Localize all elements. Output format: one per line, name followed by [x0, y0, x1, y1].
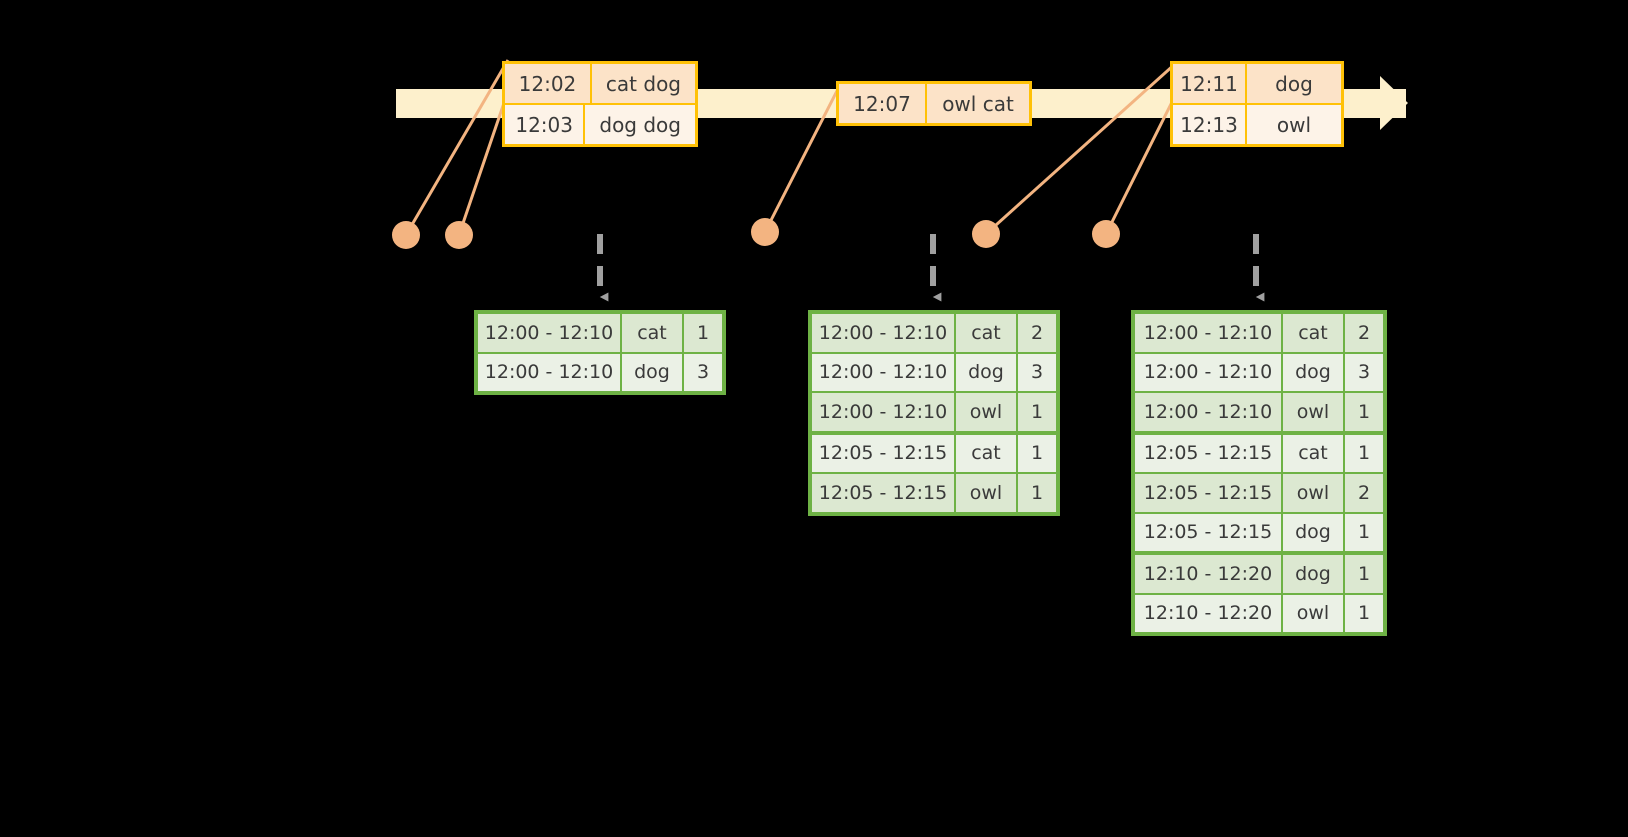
cell-word: cat: [622, 314, 684, 352]
cell-window-range: 12:05 - 12:15: [1135, 434, 1283, 472]
cell-word: cat: [956, 434, 1018, 472]
cell-word: dog: [956, 353, 1018, 391]
cell-window-range: 12:05 - 12:15: [1135, 513, 1283, 551]
cell-window-range: 12:05 - 12:15: [812, 434, 956, 472]
dot-12-07[interactable]: [751, 218, 779, 246]
cell-count: 1: [1030, 400, 1044, 423]
cell-window-range: 12:00 - 12:10: [1135, 393, 1283, 431]
cell-word: cat: [1283, 434, 1345, 472]
cell-word: owl: [1283, 393, 1345, 431]
cell-window-range: 12:00 - 12:10: [478, 353, 622, 391]
dot-12-13[interactable]: [1092, 220, 1120, 248]
cell-count: 1: [1357, 442, 1371, 465]
cell-word: dog: [1283, 513, 1345, 551]
cell-count: 1: [1030, 442, 1044, 465]
timeline-event-row: 12:03 dog dog: [505, 103, 695, 144]
dot-12-02[interactable]: [392, 221, 420, 249]
timeline-arrowhead-icon: [1380, 76, 1408, 130]
cell-count: 2: [1357, 321, 1371, 344]
timeline-event-row: 12:07 owl cat: [839, 84, 1029, 123]
event-time: 12:07: [839, 84, 927, 123]
cell-word: cat: [1283, 314, 1345, 352]
cell-word: dog: [1283, 353, 1345, 391]
event-time: 12:11: [1173, 64, 1247, 103]
cell-count: 2: [1357, 481, 1371, 504]
cell-count: 2: [1030, 321, 1044, 344]
timeline-event-box[interactable]: 12:11 dog 12:13 owl: [1170, 61, 1344, 147]
connector-12-03: [457, 99, 507, 236]
event-dots: [392, 218, 1120, 249]
cell-count: 1: [696, 321, 710, 344]
cell-count: 3: [696, 361, 710, 384]
event-words: owl cat: [942, 91, 1014, 116]
cell-word: owl: [1283, 594, 1345, 632]
cell-window-range: 12:10 - 12:20: [1135, 555, 1283, 593]
cell-count: 3: [1357, 361, 1371, 384]
timeline-event-box[interactable]: 12:02 cat dog 12:03 dog dog: [502, 61, 698, 147]
cell-word: dog: [622, 353, 684, 391]
event-words: owl: [1276, 112, 1312, 137]
cell-window-range: 12:00 - 12:10: [1135, 353, 1283, 391]
cell-count: 1: [1357, 602, 1371, 625]
timeline-event-box[interactable]: 12:07 owl cat: [836, 81, 1032, 126]
event-time: 12:13: [1173, 105, 1247, 144]
event-time: 12:02: [505, 64, 592, 103]
cell-word: owl: [956, 393, 1018, 431]
cell-count: 1: [1030, 481, 1044, 504]
event-time: 12:03: [505, 105, 586, 144]
cell-window-range: 12:00 - 12:10: [812, 393, 956, 431]
cell-word: dog: [1283, 555, 1345, 593]
timeline-event-row: 12:02 cat dog: [505, 64, 695, 103]
timeline-event-row: 12:13 owl: [1173, 103, 1341, 144]
cell-window-range: 12:05 - 12:15: [1135, 474, 1283, 512]
event-words: cat dog: [605, 71, 681, 96]
cell-word: owl: [956, 474, 1018, 512]
connector-12-02: [404, 59, 510, 236]
cell-window-range: 12:00 - 12:10: [812, 314, 956, 352]
cell-count: 1: [1357, 521, 1371, 544]
cell-window-range: 12:00 - 12:10: [812, 353, 956, 391]
dashed-arrow-group: [597, 234, 1265, 302]
event-words: dog dog: [599, 112, 681, 137]
cell-word: cat: [956, 314, 1018, 352]
cell-window-range: 12:00 - 12:10: [1135, 314, 1283, 352]
cell-window-range: 12:10 - 12:20: [1135, 594, 1283, 632]
connector-12-13: [1104, 101, 1174, 235]
cell-word: owl: [1283, 474, 1345, 512]
timeline-event-row: 12:11 dog: [1173, 64, 1341, 103]
cell-count: 1: [1357, 562, 1371, 585]
cell-count: 3: [1030, 361, 1044, 384]
event-words: dog: [1275, 71, 1313, 96]
cell-count: 1: [1357, 400, 1371, 423]
cell-window-range: 12:05 - 12:15: [812, 474, 956, 512]
cell-window-range: 12:00 - 12:10: [478, 314, 622, 352]
dot-12-11[interactable]: [972, 220, 1000, 248]
dot-12-03[interactable]: [445, 221, 473, 249]
